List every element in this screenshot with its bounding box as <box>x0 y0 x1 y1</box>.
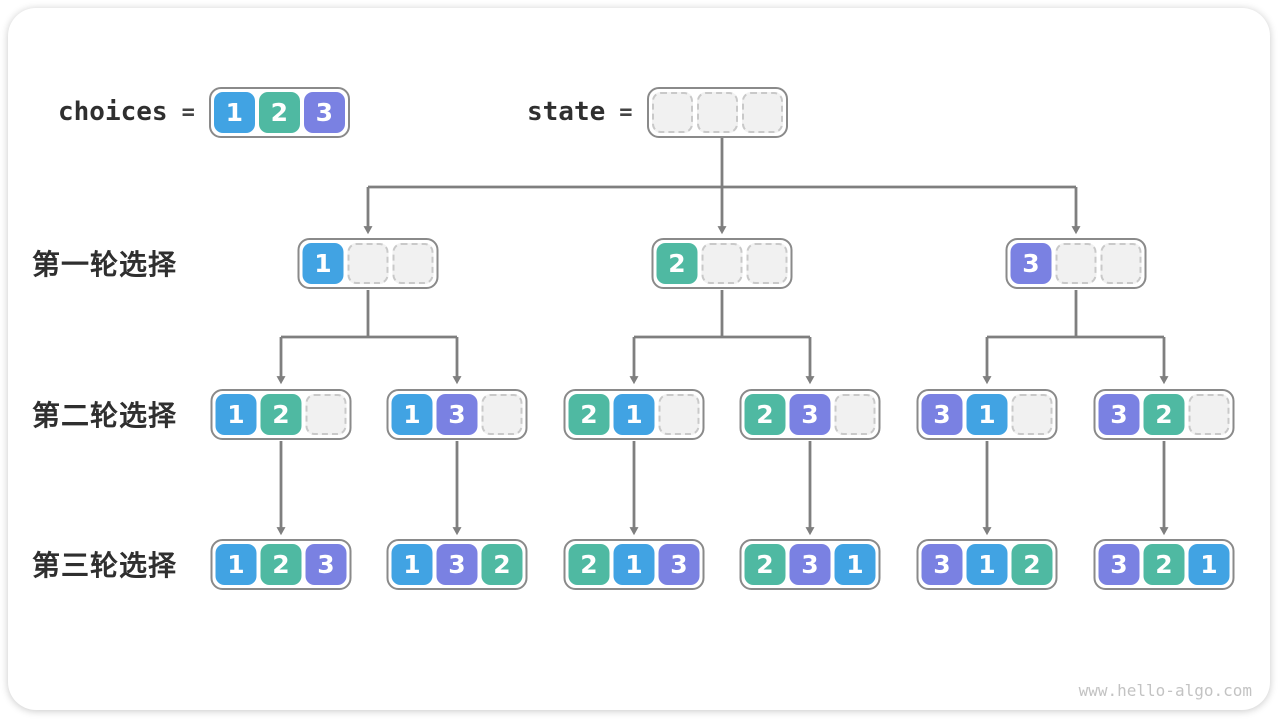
cell-empty <box>651 91 693 133</box>
choices-label: choices <box>58 97 168 127</box>
cell-empty <box>834 394 876 435</box>
cell-empty <box>1011 394 1053 435</box>
cell-empty <box>392 243 434 284</box>
cell-1: 1 <box>302 243 344 284</box>
cell-3: 3 <box>789 394 831 435</box>
cell-3: 3 <box>436 394 478 435</box>
cell-1: 1 <box>391 394 433 435</box>
cell-1: 1 <box>215 544 257 585</box>
state-group: state = <box>527 86 788 138</box>
cell-3: 3 <box>658 544 700 585</box>
cell-empty <box>658 394 700 435</box>
state-node-r1-1: 1 <box>297 238 439 289</box>
cell-3: 3 <box>305 544 347 585</box>
cell-2: 2 <box>744 394 786 435</box>
state-equals-sign: = <box>619 99 633 125</box>
cell-2: 2 <box>258 91 300 133</box>
cell-3: 3 <box>921 544 963 585</box>
watermark: www.hello-algo.com <box>1078 681 1252 700</box>
cell-2: 2 <box>260 394 302 435</box>
cell-3: 3 <box>436 544 478 585</box>
cell-empty <box>305 394 347 435</box>
cell-3: 3 <box>303 91 345 133</box>
cell-3: 3 <box>789 544 831 585</box>
cell-1: 1 <box>613 394 655 435</box>
cell-2: 2 <box>1143 394 1185 435</box>
state-array <box>646 86 788 138</box>
cell-empty <box>696 91 738 133</box>
cell-2: 2 <box>656 243 698 284</box>
cell-empty <box>741 91 783 133</box>
cell-empty <box>481 394 523 435</box>
row-label-2: 第二轮选择 <box>32 400 178 431</box>
cell-1: 1 <box>215 394 257 435</box>
cell-2: 2 <box>1143 544 1185 585</box>
choices-equals-sign: = <box>181 99 195 125</box>
state-label: state <box>527 97 606 127</box>
cell-1: 1 <box>834 544 876 585</box>
cell-2: 2 <box>744 544 786 585</box>
cell-1: 1 <box>613 544 655 585</box>
cell-3: 3 <box>1010 243 1052 284</box>
cell-1: 1 <box>1188 544 1230 585</box>
cell-1: 1 <box>966 544 1008 585</box>
cell-empty <box>701 243 743 284</box>
state-node-r1-2: 2 <box>651 238 793 289</box>
cell-empty <box>746 243 788 284</box>
row-label-1: 第一轮选择 <box>32 249 178 280</box>
cell-1: 1 <box>966 394 1008 435</box>
cell-3: 3 <box>921 394 963 435</box>
cell-2: 2 <box>568 394 610 435</box>
cell-3: 3 <box>1098 394 1140 435</box>
cell-2: 2 <box>568 544 610 585</box>
cell-empty <box>1100 243 1142 284</box>
cell-2: 2 <box>1011 544 1053 585</box>
cell-1: 1 <box>213 91 255 133</box>
cell-empty <box>1055 243 1097 284</box>
state-node-r1-3: 3 <box>1005 238 1147 289</box>
row-label-3: 第三轮选择 <box>32 550 178 581</box>
cell-3: 3 <box>1098 544 1140 585</box>
cell-2: 2 <box>481 544 523 585</box>
cell-1: 1 <box>391 544 433 585</box>
cell-empty <box>347 243 389 284</box>
cell-empty <box>1188 394 1230 435</box>
cell-2: 2 <box>260 544 302 585</box>
